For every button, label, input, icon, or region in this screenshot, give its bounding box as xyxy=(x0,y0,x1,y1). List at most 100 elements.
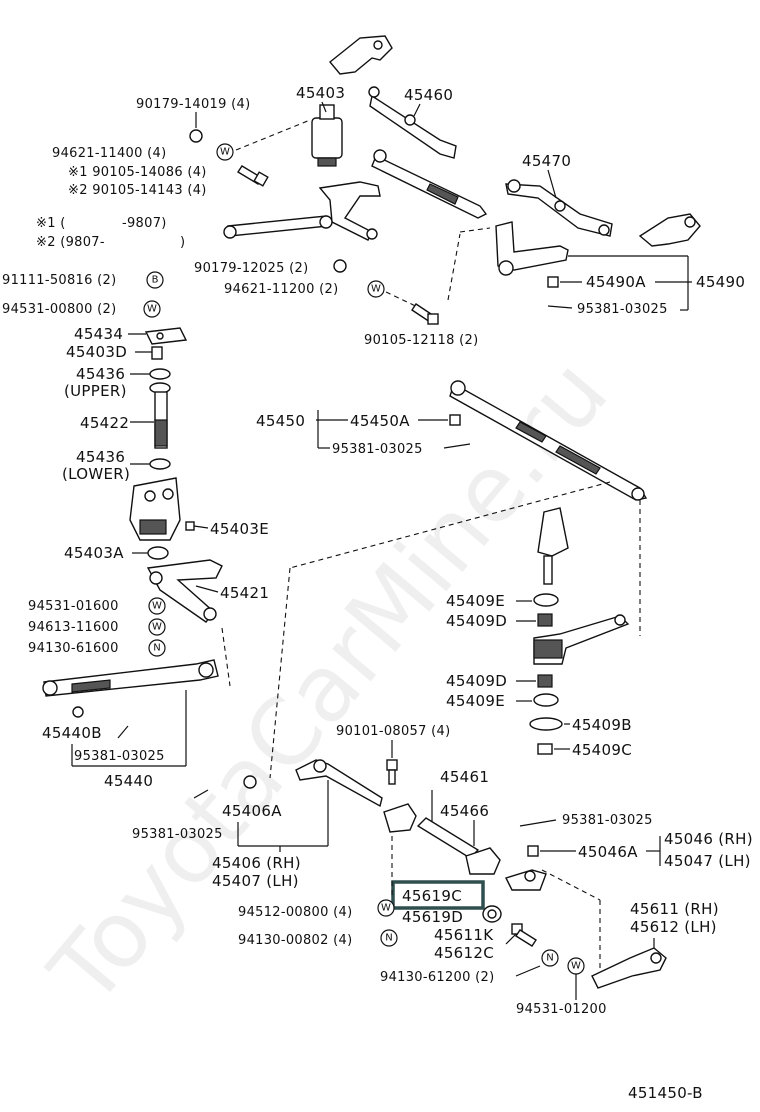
part-45461-sleeve-drawing xyxy=(416,817,480,859)
label-45466: 45466 xyxy=(440,802,489,820)
label-45440B: 45440B xyxy=(42,724,102,742)
label-90179-14019: 90179-14019 (4) xyxy=(136,97,250,112)
washer-icon: W xyxy=(147,304,157,315)
part-45421-drawing xyxy=(146,559,223,623)
clamp-drawing xyxy=(383,803,417,833)
bolt-icon xyxy=(237,165,269,187)
label-45611K: 45611K xyxy=(434,926,494,944)
footer-code: 451450-B xyxy=(628,1084,703,1102)
label-45403: 45403 xyxy=(296,84,345,102)
label-45619C[interactable]: 45619C xyxy=(402,887,462,905)
part-45440-drawing xyxy=(42,659,219,697)
label-90105-14143: ※2 90105-14143 (4) xyxy=(68,183,207,198)
label-95381-03025-e: 95381-03025 xyxy=(132,827,223,842)
label-94130-61200: 94130-61200 (2) xyxy=(380,970,494,985)
part-45490-drawing xyxy=(495,221,569,276)
idler-arm-bracket-drawing xyxy=(129,477,181,541)
label-45407-lh: 45407 (LH) xyxy=(212,872,299,890)
label-lower: (LOWER) xyxy=(62,465,130,483)
nut-icon xyxy=(547,276,559,288)
washer-icon: W xyxy=(381,903,391,914)
label-45406A: 45406A xyxy=(222,802,282,820)
label-45403E: 45403E xyxy=(210,520,269,538)
washer-icon: W xyxy=(571,961,581,972)
label-45619D: 45619D xyxy=(402,908,463,926)
label-45434: 45434 xyxy=(74,325,123,343)
label-45047-lh: 45047 (LH) xyxy=(664,852,751,870)
bolt-icon xyxy=(511,923,537,947)
label-95381-03025-b: 95381-03025 xyxy=(74,749,165,764)
label-94531-00800: 94531-00800 (2) xyxy=(2,302,116,317)
label-45422: 45422 xyxy=(80,414,129,432)
label-45403A: 45403A xyxy=(64,544,124,562)
part-45434-drawing xyxy=(144,327,188,345)
nut-symbol-icon: N xyxy=(546,953,553,964)
label-90179-12025: 90179-12025 (2) xyxy=(194,261,308,276)
label-90101-08057: 90101-08057 (4) xyxy=(336,724,450,739)
label-45409E-a: 45409E xyxy=(446,592,505,610)
label-94531-01600: 94531-01600 xyxy=(28,599,119,614)
knuckle-arm-upper-right-drawing xyxy=(638,213,701,247)
note-1-range: -9807) xyxy=(122,216,167,231)
nut-symbol-icon: N xyxy=(153,643,160,654)
label-91111-50816: 91111-50816 (2) xyxy=(2,273,116,288)
washer-icon: W xyxy=(152,622,162,633)
label-45450A: 45450A xyxy=(350,412,410,430)
label-95381-03025-a: 95381-03025 xyxy=(577,302,668,317)
label-90105-14086: ※1 90105-14086 (4) xyxy=(68,165,207,180)
label-45611-rh: 45611 (RH) xyxy=(630,900,719,918)
label-45461: 45461 xyxy=(440,768,489,786)
label-94512-00800: 94512-00800 (4) xyxy=(238,905,352,920)
label-94621-11400: 94621-11400 (4) xyxy=(52,146,166,161)
label-95381-03025-c: 95381-03025 xyxy=(332,442,423,457)
tie-rod-upper-drawing xyxy=(223,215,333,239)
label-45612C: 45612C xyxy=(434,944,494,962)
label-45421: 45421 xyxy=(220,584,269,602)
bolt-symbol-icon: B xyxy=(152,275,159,286)
label-45409D-a: 45409D xyxy=(446,612,507,630)
label-upper: (UPPER) xyxy=(64,382,127,400)
label-45450: 45450 xyxy=(256,412,305,430)
idler-bracket-drawing xyxy=(537,507,569,585)
label-45409E-b: 45409E xyxy=(446,692,505,710)
frame-bracket-top xyxy=(329,35,393,75)
label-94130-61600: 94130-61600 xyxy=(28,641,119,656)
bolt-icon xyxy=(411,303,439,325)
washer-icon: W xyxy=(371,284,381,295)
label-94130-00802: 94130-00802 (4) xyxy=(238,933,352,948)
note-1-prefix: ※1 ( xyxy=(36,216,66,231)
label-45490: 45490 xyxy=(696,273,745,291)
label-45403D: 45403D xyxy=(66,343,127,361)
label-45612-lh: 45612 (LH) xyxy=(630,918,717,936)
part-45450-drawing xyxy=(449,380,648,501)
label-45046A: 45046A xyxy=(578,843,638,861)
knuckle-arm-lower-drawing xyxy=(591,947,667,989)
idler-arm-drawing xyxy=(533,614,630,665)
label-45440: 45440 xyxy=(104,772,153,790)
label-45490A: 45490A xyxy=(586,273,646,291)
label-94613-11600: 94613-11600 xyxy=(28,620,119,635)
pitman-arm-drawing xyxy=(318,181,381,241)
label-94531-01200: 94531-01200 xyxy=(516,1002,607,1017)
label-94621-11200: 94621-11200 (2) xyxy=(224,282,338,297)
tie-rod-end-drawing xyxy=(505,869,547,891)
note-2-prefix: ※2 (9807- xyxy=(36,235,105,250)
part-45470-drawing xyxy=(505,179,613,237)
washer-icon: W xyxy=(152,601,162,612)
note-2-suffix: ) xyxy=(180,235,185,250)
nut-symbol-icon: N xyxy=(385,933,392,944)
part-45403-drawing xyxy=(311,104,343,167)
label-45436-lower: 45436 xyxy=(76,448,125,466)
label-45409C: 45409C xyxy=(572,741,632,759)
part-45422-drawing xyxy=(154,391,168,449)
label-45046-rh: 45046 (RH) xyxy=(664,830,753,848)
bolt-icon xyxy=(386,759,398,785)
label-45470: 45470 xyxy=(522,152,571,170)
part-45406-drawing xyxy=(243,759,383,808)
label-45436-upper: 45436 xyxy=(76,365,125,383)
label-45460: 45460 xyxy=(404,86,453,104)
part-45460-drawing xyxy=(368,86,457,159)
washer-icon: W xyxy=(220,147,230,158)
relay-rod-upper-drawing xyxy=(371,149,488,219)
